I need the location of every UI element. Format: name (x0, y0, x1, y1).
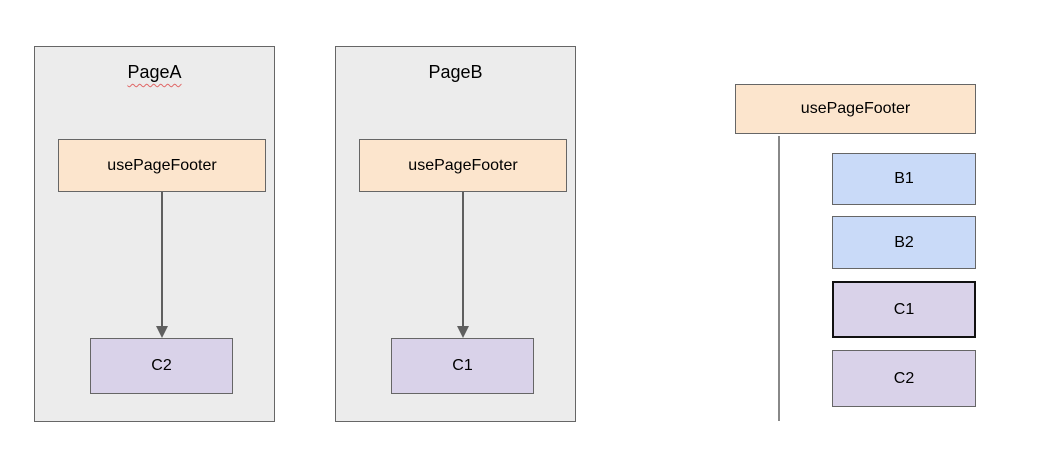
tree-child-c2-label: C2 (893, 369, 915, 387)
page-a-component-label: C2 (151, 357, 172, 374)
page-a-hook-label: usePageFooter (107, 156, 217, 174)
tree-child-b2-label: B2 (894, 233, 914, 251)
tree-child-b1-label: B1 (894, 170, 914, 187)
arrow-line (161, 192, 163, 327)
tree-child-b1: B1 (832, 153, 976, 205)
page-b-component-label: C1 (452, 357, 473, 374)
page-a-arrow-connector (155, 192, 169, 338)
tree-root-node: usePageFooter (735, 84, 976, 134)
arrow-line (462, 192, 464, 327)
page-a-hook-node: usePageFooter (58, 139, 266, 192)
arrow-head-icon (156, 326, 168, 338)
tree-root-label: usePageFooter (800, 100, 911, 117)
page-b-hook-node: usePageFooter (359, 139, 567, 192)
page-panel-a: PageA usePageFooter C2 (34, 46, 275, 422)
tree-child-c1-label: C1 (893, 300, 915, 318)
page-b-arrow-connector (456, 192, 470, 338)
tree-child-c2: C2 (832, 350, 976, 407)
page-panel-b: PageB usePageFooter C1 (335, 46, 576, 422)
arrow-head-icon (457, 326, 469, 338)
page-b-title: PageB (428, 62, 483, 82)
page-a-title: PageA (127, 62, 182, 82)
page-a-component-node: C2 (90, 338, 233, 394)
tree-child-b2: B2 (832, 216, 976, 269)
tree-child-c1: C1 (832, 281, 976, 338)
tree-branch-line (778, 136, 780, 421)
page-b-hook-label: usePageFooter (408, 156, 518, 174)
page-b-component-node: C1 (391, 338, 534, 394)
